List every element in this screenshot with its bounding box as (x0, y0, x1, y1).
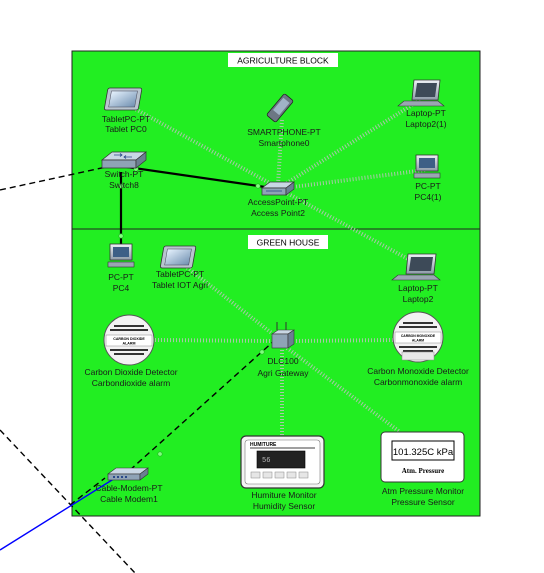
svg-text:Carbon Dioxide Detector: Carbon Dioxide Detector (84, 367, 177, 377)
svg-text:Agri Gateway: Agri Gateway (257, 368, 309, 378)
svg-text:Laptop-PT: Laptop-PT (398, 283, 438, 293)
device-co-detector[interactable]: CARBON MONOXIDE ALARM Carbon Monoxide De… (367, 311, 469, 387)
svg-text:AGRICULTURE BLOCK: AGRICULTURE BLOCK (237, 56, 329, 66)
svg-text:PC-PT: PC-PT (108, 272, 134, 282)
svg-text:Switch-PT: Switch-PT (105, 169, 144, 179)
svg-text:Smartphone0: Smartphone0 (258, 138, 309, 148)
svg-text:Tablet IOT Agri: Tablet IOT Agri (152, 280, 208, 290)
smartphone-icon (266, 93, 294, 123)
greenhouse-block-title: GREEN HOUSE (248, 235, 328, 249)
svg-text:PC4(1): PC4(1) (415, 192, 442, 202)
wireless-link-tablet0[interactable] (127, 103, 276, 188)
gateway-icon (271, 322, 295, 349)
svg-text:Laptop2: Laptop2 (403, 294, 434, 304)
svg-text:HUMITURE: HUMITURE (250, 442, 277, 448)
external-link-switch8[interactable] (0, 163, 121, 191)
svg-text:CARBON MONOXIDE: CARBON MONOXIDE (401, 334, 436, 338)
external-link-modem[interactable] (69, 477, 106, 506)
device-cable-modem1[interactable]: Cable-Modem-PT Cable Modem1 (95, 467, 163, 504)
tablet-icon (104, 87, 143, 111)
external-link-bottom[interactable] (0, 429, 136, 573)
svg-text:PC-PT: PC-PT (415, 181, 441, 191)
svg-text:Access Point2: Access Point2 (251, 208, 305, 218)
laptop-icon (391, 253, 441, 281)
device-laptop2[interactable]: Laptop-PT Laptop2 (391, 253, 441, 304)
wireless-link-co2[interactable] (154, 338, 276, 343)
wireless-link-pressure[interactable] (285, 346, 402, 434)
svg-text:TabletPC-PT: TabletPC-PT (156, 269, 204, 279)
wireless-link-co[interactable] (289, 338, 396, 343)
pc-icon (107, 243, 135, 268)
device-switch8[interactable]: Switch-PT Switch8 (101, 151, 147, 190)
svg-text:Pressure Sensor: Pressure Sensor (391, 497, 454, 507)
wireless-link-laptop2-1[interactable] (280, 98, 422, 188)
modem-gateway-link[interactable] (129, 339, 276, 471)
device-agri-gateway[interactable]: DLC100 Agri Gateway (257, 322, 309, 378)
link-dot (118, 183, 124, 189)
svg-text:Cable-Modem-PT: Cable-Modem-PT (95, 483, 162, 493)
agriculture-block-title: AGRICULTURE BLOCK (228, 53, 338, 67)
access-point-icon (260, 181, 296, 196)
switch-icon (101, 151, 147, 169)
alarm-icon: CARBON MONOXIDE ALARM (392, 311, 444, 363)
svg-text:Carbondioxide alarm: Carbondioxide alarm (92, 378, 170, 388)
svg-text:ALARM: ALARM (412, 339, 424, 343)
svg-text:101.325C kPa: 101.325C kPa (393, 447, 454, 458)
wireless-links (127, 98, 426, 436)
svg-text:Cable Modem1: Cable Modem1 (100, 494, 158, 504)
device-humiture-monitor[interactable]: HUMITURE 56 Humiture Monitor Humidity Se… (240, 435, 325, 511)
alarm-icon: CARBON DIOXIDE ALARM (103, 314, 155, 366)
svg-text:Atm Pressure Monitor: Atm Pressure Monitor (382, 486, 464, 496)
svg-text:TabletPC-PT: TabletPC-PT (102, 114, 150, 124)
svg-text:Tablet PC0: Tablet PC0 (105, 124, 147, 134)
coaxial-link[interactable] (0, 474, 121, 551)
svg-text:Atm. Pressure: Atm. Pressure (402, 467, 445, 475)
tablet-icon (160, 245, 197, 269)
device-smartphone0[interactable]: SMARTPHONE-PT Smartphone0 (247, 93, 321, 148)
wireless-link-pc4-1[interactable] (284, 168, 426, 190)
svg-text:PC4: PC4 (113, 283, 130, 293)
device-tablet-iot-agri[interactable]: TabletPC-PT Tablet IOT Agri (152, 245, 208, 290)
link-dot (255, 183, 261, 189)
link-dot (118, 233, 124, 239)
svg-text:SMARTPHONE-PT: SMARTPHONE-PT (247, 127, 321, 137)
svg-text:Laptop2(1): Laptop2(1) (405, 119, 446, 129)
cable-modem-icon (107, 467, 149, 481)
svg-text:DLC100: DLC100 (267, 356, 298, 366)
device-tablet-pc0[interactable]: TabletPC-PT Tablet PC0 (102, 87, 150, 134)
svg-text:Humiture Monitor: Humiture Monitor (251, 490, 316, 500)
svg-text:56: 56 (262, 457, 270, 465)
svg-text:Carbonmonoxide alarm: Carbonmonoxide alarm (374, 377, 462, 387)
pressure-display-icon: 101.325C kPa Atm. Pressure (380, 431, 465, 483)
device-access-point2[interactable]: AccessPoint-PT Access Point2 (248, 181, 308, 218)
device-pc4[interactable]: PC-PT PC4 (107, 243, 135, 293)
svg-text:ALARM: ALARM (123, 342, 136, 346)
device-pc4-1[interactable]: PC-PT PC4(1) (413, 154, 442, 202)
device-laptop2-1[interactable]: Laptop-PT Laptop2(1) (397, 79, 447, 129)
svg-text:GREEN HOUSE: GREEN HOUSE (257, 238, 320, 248)
svg-text:CARBON DIOXIDE: CARBON DIOXIDE (113, 337, 145, 341)
svg-text:Humidity Sensor: Humidity Sensor (253, 501, 316, 511)
device-pressure-monitor[interactable]: 101.325C kPa Atm. Pressure Atm Pressure … (380, 431, 465, 507)
humiture-display-icon: HUMITURE 56 (240, 435, 325, 489)
laptop-icon (397, 79, 445, 107)
svg-text:AccessPoint-PT: AccessPoint-PT (248, 197, 308, 207)
pc-icon (413, 154, 441, 179)
svg-text:Laptop-PT: Laptop-PT (406, 108, 446, 118)
svg-text:Carbon Monoxide Detector: Carbon Monoxide Detector (367, 366, 469, 376)
device-co2-detector[interactable]: CARBON DIOXIDE ALARM Carbon Dioxide Dete… (84, 314, 178, 388)
svg-text:Switch8: Switch8 (109, 180, 139, 190)
wired-link-switch-ap[interactable] (119, 164, 273, 190)
link-dot (157, 451, 163, 457)
link-dot (259, 349, 265, 355)
